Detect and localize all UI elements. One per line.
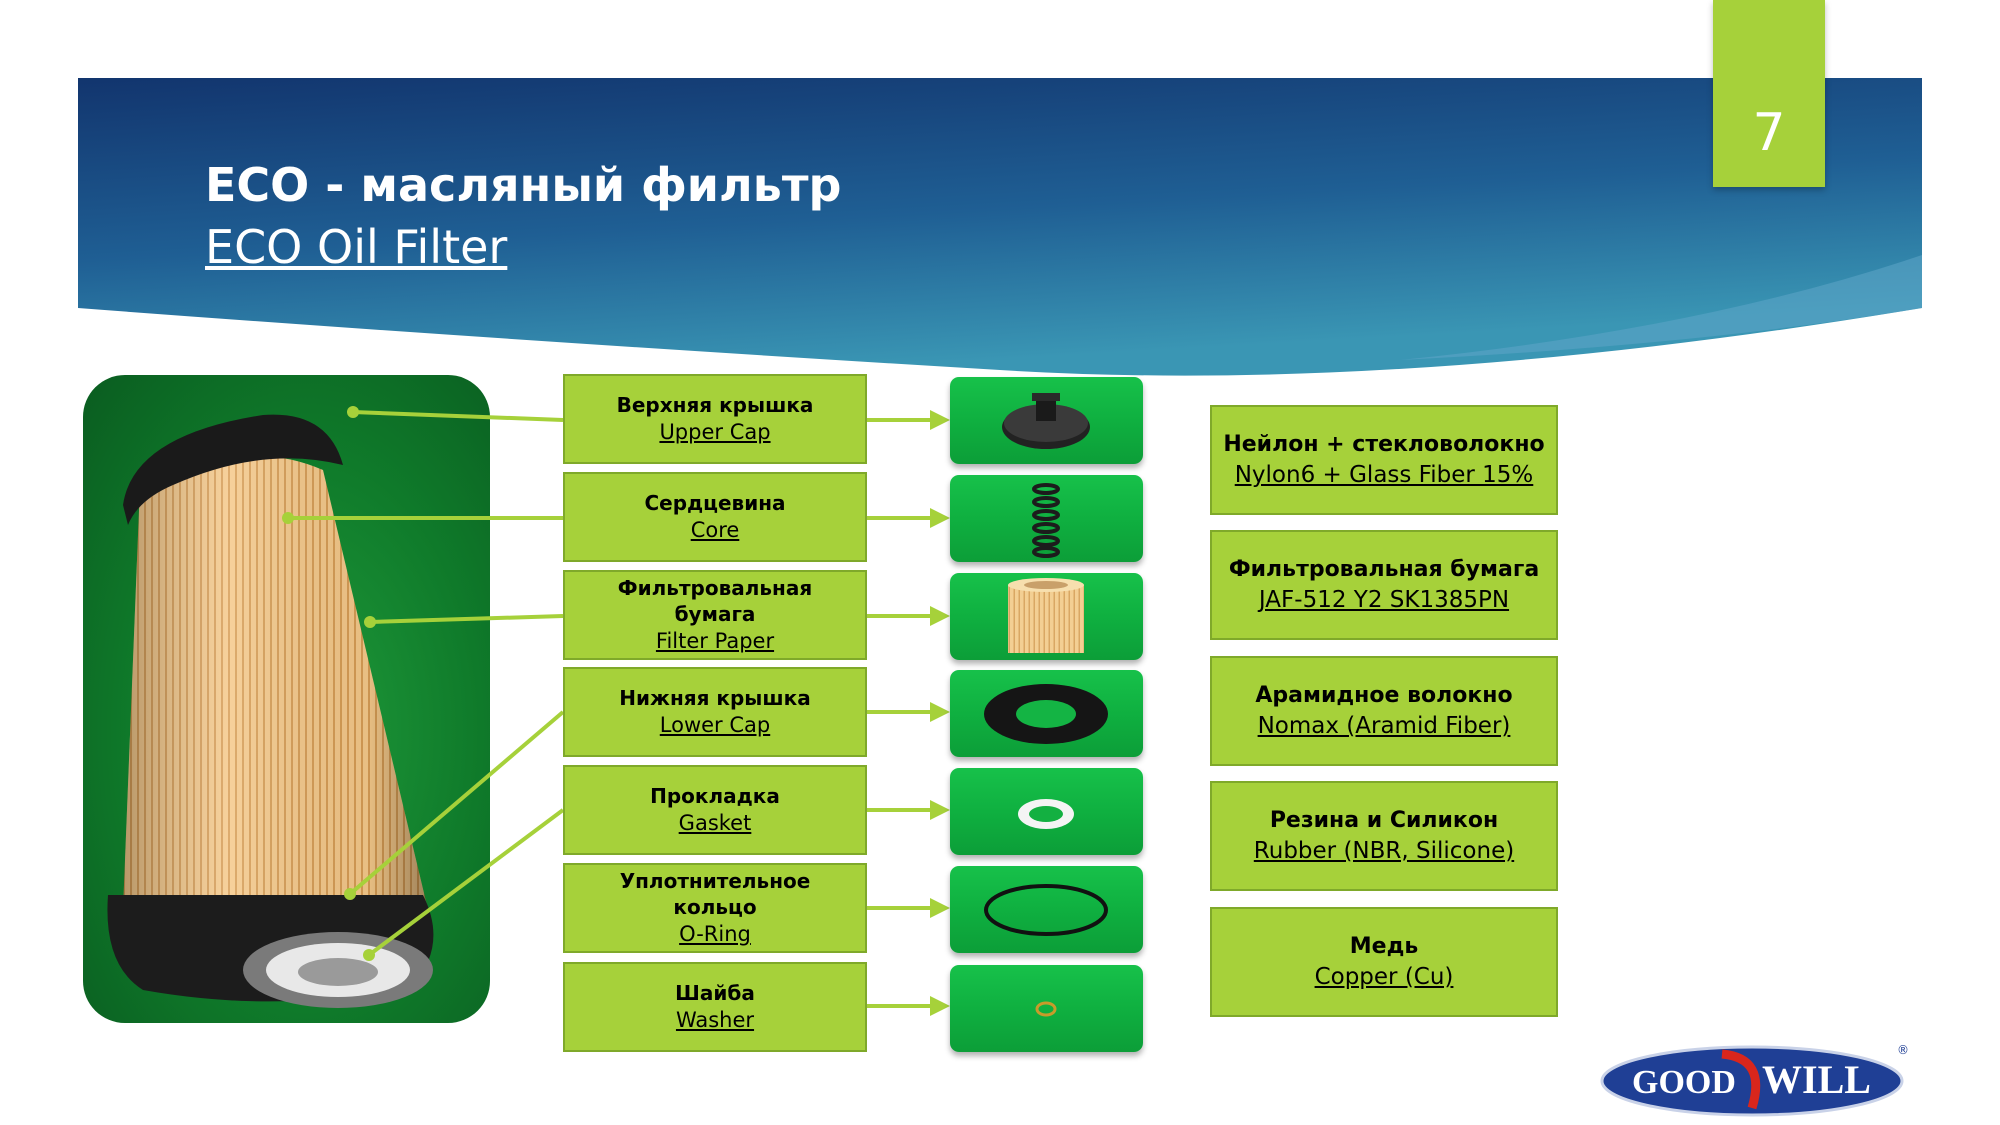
logo-registered-mark: ®	[1897, 1043, 1909, 1057]
component-core: Сердцевина Core	[563, 472, 867, 562]
material-label-en[interactable]: Copper (Cu)	[1314, 964, 1454, 990]
oil-filter-photo	[83, 375, 490, 1023]
component-label-en[interactable]: Gasket	[678, 811, 752, 835]
component-o-ring: Уплотнительное кольцо O-Ring	[563, 863, 867, 953]
page-subtitle-link[interactable]: ECO Oil Filter	[205, 220, 508, 274]
component-lower-cap: Нижняя крышка Lower Cap	[563, 667, 867, 757]
component-label-ru: Сердцевина	[644, 491, 786, 515]
upper-cap-image	[950, 377, 1143, 464]
component-label-en[interactable]: O-Ring	[679, 922, 751, 946]
filter-paper-image	[950, 573, 1143, 660]
material-label-en[interactable]: Nylon6 + Glass Fiber 15%	[1234, 462, 1534, 488]
component-washer: Шайба Washer	[563, 962, 867, 1052]
goodwill-logo: GOOD WILL ®	[1600, 1043, 1909, 1117]
material-nylon: Нейлон + стекловолокно Nylon6 + Glass Fi…	[1210, 405, 1558, 515]
material-label-en[interactable]: Nomax (Aramid Fiber)	[1257, 713, 1511, 739]
component-label-en[interactable]: Washer	[675, 1008, 755, 1032]
header-banner	[78, 78, 1922, 376]
component-upper-cap: Верхняя крышка Upper Cap	[563, 374, 867, 464]
component-label-ru: Нижняя крышка	[619, 686, 811, 710]
component-label-en[interactable]: Lower Cap	[659, 713, 771, 737]
slide-number-badge: 7	[1713, 0, 1825, 187]
component-gasket: Прокладка Gasket	[563, 765, 867, 855]
page-title: ECO - масляный фильтр	[205, 158, 842, 212]
core-spring-image	[950, 475, 1143, 562]
component-label-ru: Фильтровальная бумага	[617, 576, 813, 626]
material-label-ru: Медь	[1349, 934, 1419, 959]
logo-word-left: GOOD	[1632, 1064, 1736, 1101]
oil-filter-illustration	[107, 406, 434, 1008]
component-label-en[interactable]: Upper Cap	[659, 420, 771, 444]
material-label-ru: Арамидное волокно	[1255, 683, 1513, 708]
material-filter-paper: Фильтровальная бумага JAF-512 Y2 SK1385P…	[1210, 530, 1558, 640]
o-ring-image	[950, 866, 1143, 953]
material-rubber: Резина и Силикон Rubber (NBR, Silicone)	[1210, 781, 1558, 891]
material-label-en[interactable]: Rubber (NBR, Silicone)	[1253, 838, 1515, 864]
component-label-ru: Уплотнительное кольцо	[619, 869, 811, 919]
washer-image	[950, 965, 1143, 1052]
component-label-ru: Шайба	[675, 981, 755, 1005]
component-label-en[interactable]: Filter Paper	[655, 629, 775, 653]
material-label-ru: Фильтровальная бумага	[1228, 557, 1540, 582]
component-filter-paper: Фильтровальная бумага Filter Paper	[563, 570, 867, 660]
material-label-ru: Нейлон + стекловолокно	[1223, 432, 1545, 457]
material-aramid: Арамидное волокно Nomax (Aramid Fiber)	[1210, 656, 1558, 766]
material-copper: Медь Copper (Cu)	[1210, 907, 1558, 1017]
gasket-image	[950, 768, 1143, 855]
material-label-en[interactable]: JAF-512 Y2 SK1385PN	[1258, 587, 1510, 613]
lower-cap-image	[950, 670, 1143, 757]
component-label-en[interactable]: Core	[690, 518, 740, 542]
logo-word-right: WILL	[1762, 1057, 1871, 1102]
slide-number: 7	[1752, 103, 1786, 163]
material-label-ru: Резина и Силикон	[1269, 808, 1499, 833]
component-label-ru: Прокладка	[650, 784, 780, 808]
component-label-ru: Верхняя крышка	[616, 393, 814, 417]
